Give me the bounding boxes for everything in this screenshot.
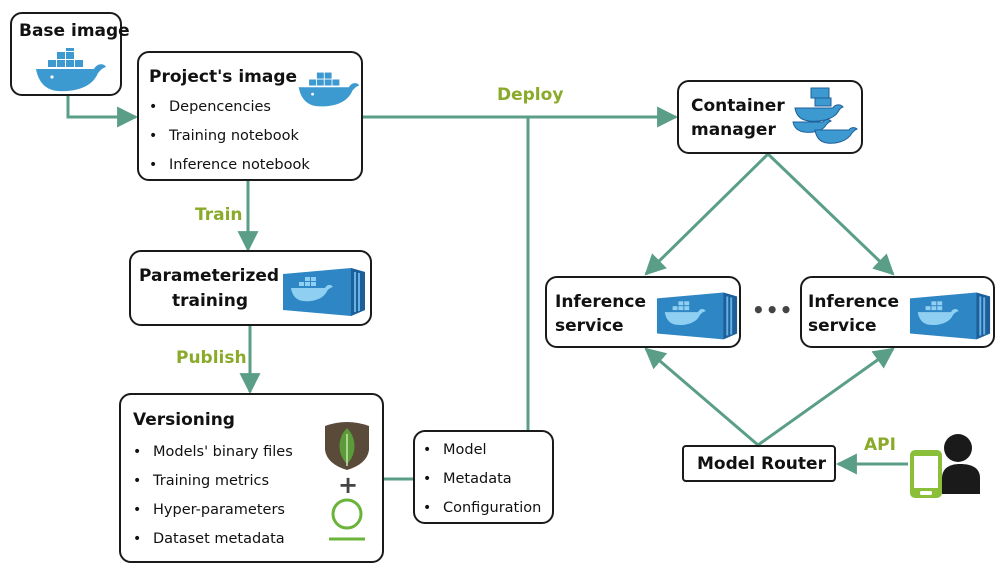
container-manager-title-line1: Container [691,96,785,116]
base-image-title: Base image [19,21,130,41]
edge-label-api: API [864,435,896,455]
mongodb-leaf-icon [325,422,369,470]
list-item: Hyper-parameters [133,496,293,525]
inference-service-left-title-line2: service [555,316,624,336]
shipping-container-icon [656,292,738,340]
container-manager-title-line2: manager [691,120,776,140]
list-item: Depencencies [149,93,310,122]
list-item: Training notebook [149,122,310,151]
list-item: Models' binary files [133,438,293,467]
parameterized-training-title-line1: Parameterized [139,266,280,286]
plus-sign: + [338,471,359,499]
inference-service-right-title-line1: Inference [808,292,899,312]
versioning-list: Models' binary files Training metrics Hy… [133,438,293,554]
docker-swarm-icon [792,87,858,144]
shipping-container-icon [283,268,365,316]
edge-label-train: Train [195,205,243,225]
artifacts-node: Model Metadata Configuration [413,430,554,524]
artifacts-list: Model Metadata Configuration [423,436,541,523]
list-item: Training metrics [133,467,293,496]
inference-service-right-node: Inference service [800,276,995,348]
edge-router-to-right [757,347,895,447]
edge-manager-to-right [766,152,895,276]
parameterized-training-title-line2: training [172,291,249,311]
edge-manager-to-left [644,152,770,276]
versioning-title: Versioning [133,410,235,430]
inference-service-right-title-line2: service [808,316,877,336]
project-image-title: Project's image [149,67,298,87]
base-image-node: Base image [10,12,130,96]
shipping-container-icon [909,292,991,340]
parameterized-training-node: Parameterized training [129,250,372,326]
list-item: Dataset metadata [133,525,293,554]
list-item: Metadata [423,465,541,494]
ellipsis: ••• [752,298,794,322]
edge-base-to-project [66,96,139,128]
edge-label-deploy: Deploy [497,85,564,105]
list-item: Configuration [423,494,541,523]
project-image-list: Depencencies Training notebook Inference… [149,93,310,180]
project-image-node: Project's image Depencencies Training no… [137,51,363,181]
inference-service-left-title-line1: Inference [555,292,646,312]
circle-icon [329,498,365,541]
model-router-node: Model Router [682,445,836,482]
list-item: Inference notebook [149,151,310,180]
docker-whale-icon [298,72,360,107]
docker-whale-icon [36,48,106,92]
model-router-title: Model Router [697,454,826,474]
inference-service-left-node: Inference service [545,276,741,348]
list-item: Model [423,436,541,465]
phone-icon [910,450,942,498]
edge-router-to-left [644,347,759,447]
person-icon [942,434,980,494]
container-manager-node: Container manager [677,80,863,154]
versioning-node: Versioning Models' binary files Training… [119,393,384,563]
edge-label-publish: Publish [176,348,247,368]
